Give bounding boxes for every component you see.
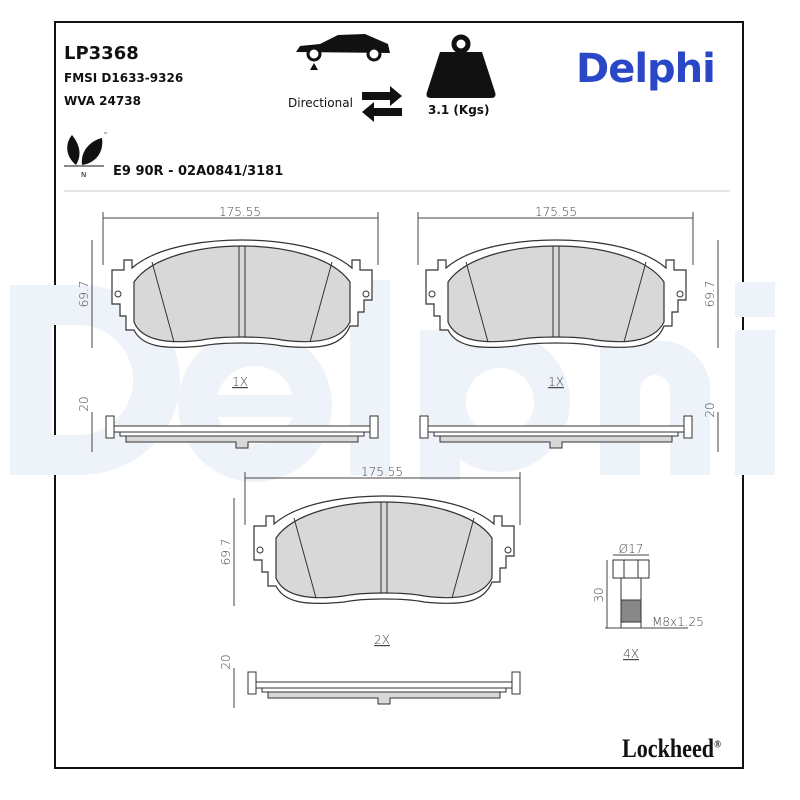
part-number: LP3368 [64,43,139,64]
bolt-length: 30 [592,587,606,602]
weight-icon [426,34,496,98]
pad-right-drawing: 175.55 69.7 1X 20 [417,205,719,452]
pad-right-thickness: 20 [703,402,717,417]
eco-mark: N [81,171,86,179]
pad-left-drawing: 175.55 69.7 1X 20 [77,205,379,452]
pad-right-height: 69.7 [703,281,717,308]
pad-left-thickness: 20 [77,396,91,411]
registered-mark: ® [714,738,722,751]
pad-left-width: 175.55 [219,205,261,219]
wva-number: WVA 24738 [64,94,141,108]
delphi-logo: Delphi [576,46,716,92]
approval-number: E9 90R - 02A0841/3181 [113,164,284,179]
trademark: ™ [103,132,108,138]
car-lift-icon [296,34,390,70]
pad-bottom-height: 69.7 [219,539,233,566]
bolt-drawing: Ø17 30 M8x1.25 4X [592,542,704,661]
eco-leaf-icon: N ™ [64,132,108,179]
pad-right-width: 175.55 [535,205,577,219]
pad-left-quantity: 1X [232,375,248,389]
pad-left-height: 69.7 [77,281,91,308]
bolt-diameter: Ø17 [619,542,644,556]
pad-bottom-thickness: 20 [219,654,233,669]
fmsi-number: FMSI D1633-9326 [64,71,184,85]
bolt-thread: M8x1.25 [652,615,704,629]
pad-bottom-quantity: 2X [374,633,390,647]
lockheed-logo: Lockheed® [622,734,721,764]
lockheed-logo-text: Lockheed [622,734,715,763]
pad-right-quantity: 1X [548,375,564,389]
directional-label: Directional [288,96,353,110]
pad-bottom-width: 175.55 [361,465,403,479]
bolt-quantity: 4X [623,647,639,661]
pad-bottom-drawing: 175.55 69.7 2X 20 [219,465,521,708]
weight-value: 3.1 (Kgs) [428,103,490,117]
directional-arrows-icon [362,86,402,122]
